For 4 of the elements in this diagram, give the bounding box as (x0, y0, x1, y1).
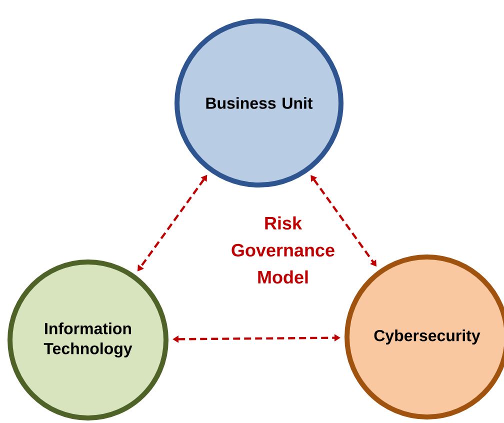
circle-node: Cybersecurity (344, 254, 504, 420)
center-label: Risk Governance Model (232, 216, 334, 284)
circle-node: Information Technology (8, 260, 168, 420)
circle-node: Business Unit (174, 18, 344, 188)
